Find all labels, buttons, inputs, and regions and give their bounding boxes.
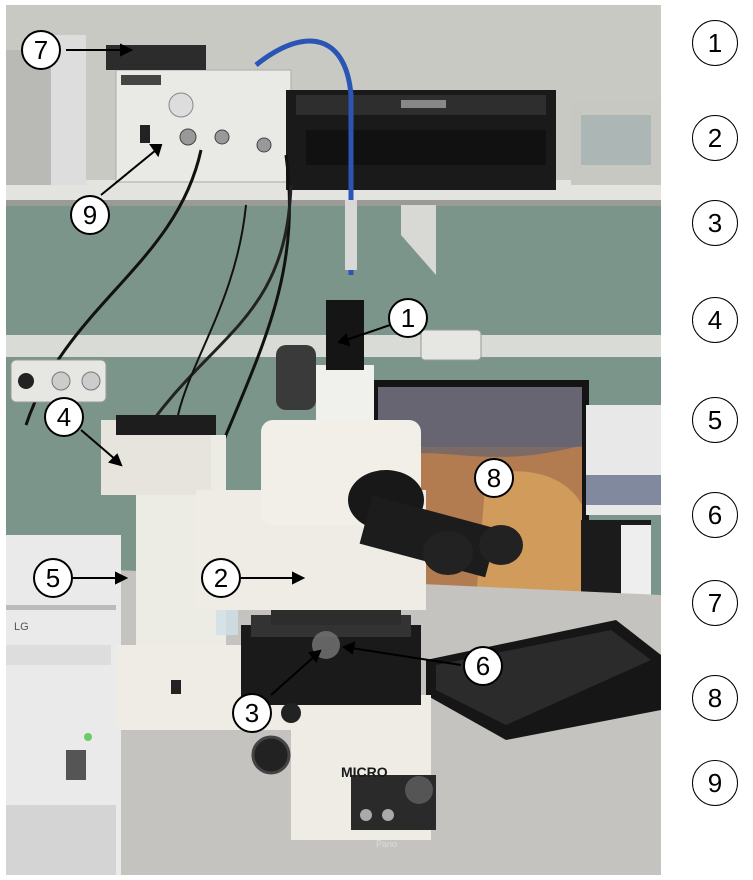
legend-item-5: 5 — [692, 397, 738, 443]
photo-callout-1: 1 — [388, 298, 428, 338]
computer-brand-text: LG — [14, 621, 29, 633]
photo-illustration: LG MICRO Pano — [6, 5, 661, 875]
legend-item-9: 9 — [692, 760, 738, 806]
legend-item-6: 6 — [692, 492, 738, 538]
photo-callout-2: 2 — [201, 558, 241, 598]
lab-photo: LG MICRO Pano — [6, 5, 661, 875]
legend-item-7: 7 — [692, 580, 738, 626]
photo-callout-3: 3 — [232, 693, 272, 733]
legend-item-1: 1 — [692, 20, 738, 66]
photo-callout-4: 4 — [44, 397, 84, 437]
legend-item-8: 8 — [692, 675, 738, 721]
photo-callout-6: 6 — [463, 646, 503, 686]
photo-callout-9: 9 — [70, 195, 110, 235]
legend-item-3: 3 — [692, 200, 738, 246]
photo-callout-5: 5 — [33, 558, 73, 598]
microscope-brand-text: MICRO — [341, 764, 388, 780]
panel-label-text: Pano — [376, 839, 397, 849]
legend-item-4: 4 — [692, 297, 738, 343]
photo-callout-7: 7 — [21, 30, 61, 70]
printer — [286, 90, 556, 190]
photo-callout-8: 8 — [474, 458, 514, 498]
legend-item-2: 2 — [692, 115, 738, 161]
callout-arrows — [66, 43, 462, 696]
